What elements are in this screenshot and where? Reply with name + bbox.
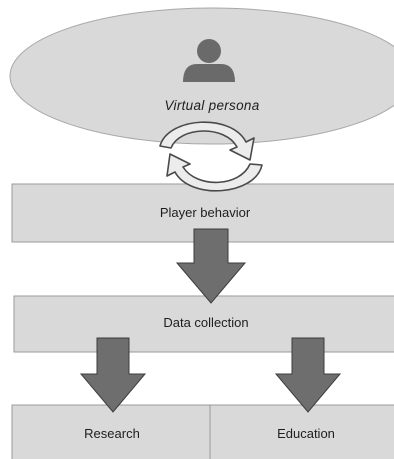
person-icon [183, 39, 235, 82]
arrow-player-to-data [175, 228, 247, 304]
arrow-data-to-research [79, 337, 147, 413]
research-label: Research [84, 426, 140, 441]
virtual-persona-label: Virtual persona [164, 98, 260, 113]
arrow-data-to-education [274, 337, 342, 413]
education-label: Education [277, 426, 335, 441]
player-behavior-label: Player behavior [159, 205, 251, 220]
cycle-arrows-icon [159, 121, 263, 192]
data-collection-label: Data collection [163, 315, 249, 330]
